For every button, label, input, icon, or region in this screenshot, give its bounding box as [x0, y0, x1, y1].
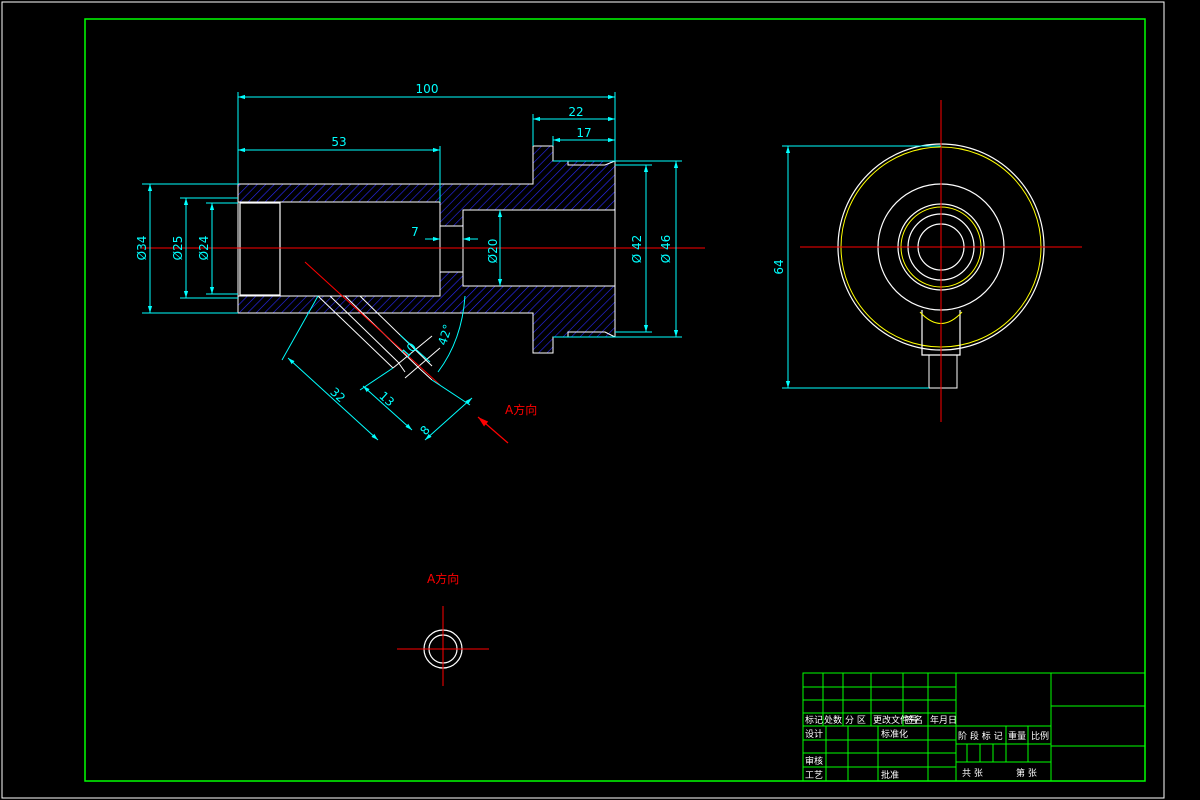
tb-total-sheets: 共 张	[962, 768, 983, 779]
dim-7: 7	[411, 225, 419, 239]
dim-line-10	[399, 334, 431, 363]
tb-stage-mark: 阶 段 标 记	[958, 730, 1003, 742]
side-view: 64	[772, 100, 1082, 422]
flange-groove-bottom	[567, 331, 616, 338]
tb-scale: 比例	[1031, 730, 1049, 742]
dim-d25: Ø25	[171, 236, 185, 261]
title-block-text: 标记 处数 分 区 更改文件号 签名 年月日 设计 标准化 审核 工艺 批准 阶…	[805, 714, 1049, 781]
dim-d34: Ø34	[135, 236, 149, 261]
aux-view-title: A方向	[427, 571, 459, 586]
outer-sheet-border	[1, 1, 1165, 799]
tb-col-count: 处数	[824, 714, 842, 726]
dim-100: 100	[416, 82, 439, 96]
dim-d24: Ø24	[197, 236, 211, 261]
tb-col-sign: 签名	[905, 714, 923, 726]
dim-64: 64	[772, 259, 786, 274]
dim-53: 53	[331, 135, 346, 149]
dim-angle-42: 42°	[435, 322, 455, 347]
dim-13: 13	[376, 389, 397, 410]
title-block	[802, 672, 1146, 782]
tb-sheet-no: 第 张	[1016, 767, 1037, 779]
tb-col-mark: 标记	[805, 714, 823, 726]
tb-weight: 重量	[1008, 730, 1026, 742]
dim-line-13	[362, 385, 413, 431]
view-direction-label: A方向	[505, 402, 537, 417]
dim-32: 32	[327, 385, 348, 406]
tube-axis-centerline	[304, 261, 441, 386]
tb-process: 工艺	[805, 770, 823, 781]
left-insert	[239, 202, 281, 296]
tb-standard: 标准化	[881, 728, 908, 740]
tb-approve: 批准	[881, 769, 899, 781]
dim-line-8	[424, 397, 473, 441]
drawing-frame	[84, 18, 1146, 782]
tb-col-change-doc: 更改文件号	[873, 714, 918, 726]
tb-col-date: 年月日	[930, 714, 957, 726]
dim-17: 17	[576, 126, 591, 140]
tb-design: 设计	[805, 728, 823, 740]
dim-d46: Ø 46	[659, 235, 673, 264]
tb-col-zone: 分 区	[845, 715, 866, 726]
flange-groove-top	[567, 160, 616, 166]
small-step-bore	[439, 225, 464, 273]
aux-view-a: A方向	[397, 571, 489, 686]
boss-tube	[928, 354, 958, 389]
tb-review: 审核	[805, 755, 823, 767]
dim-22: 22	[568, 105, 583, 119]
angle-arc-42	[437, 295, 466, 373]
dim-d42: Ø 42	[630, 235, 644, 264]
dim-d20: Ø20	[486, 239, 500, 264]
dim-10: 10	[399, 340, 420, 361]
view-direction-arrow	[477, 416, 509, 444]
angled-tube	[317, 295, 441, 381]
front-section-view: 100 53 22 17 7 Ø34 Ø25 Ø24 Ø20	[135, 82, 705, 444]
